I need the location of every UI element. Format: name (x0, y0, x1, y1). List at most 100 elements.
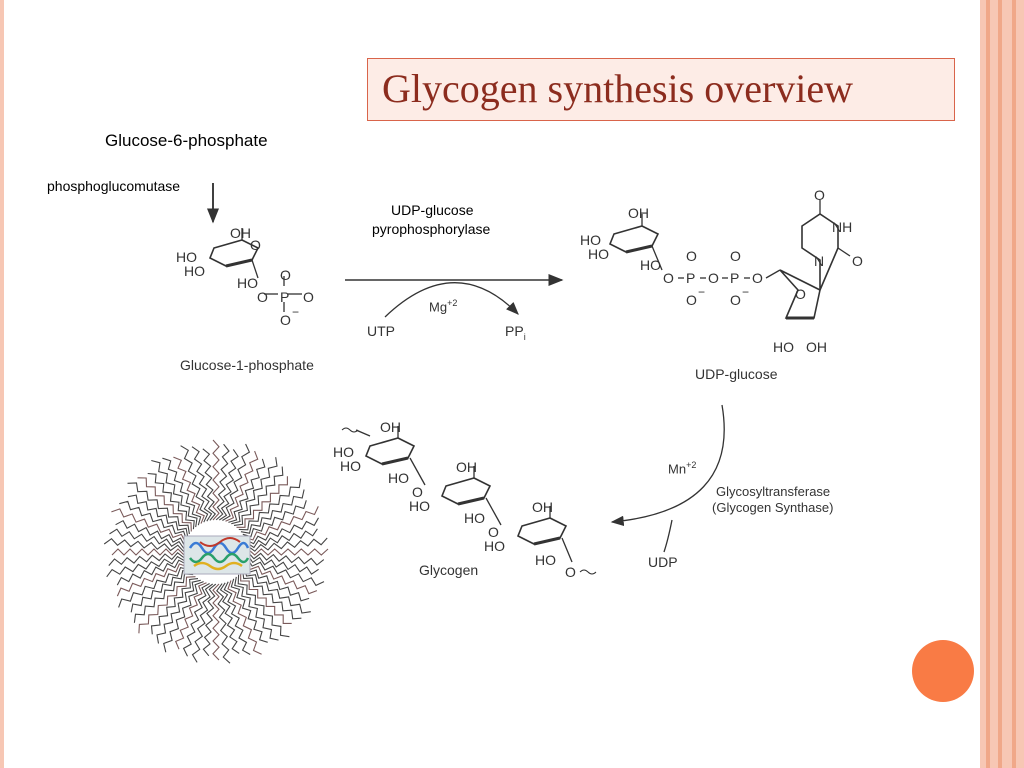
glycogen-strand (150, 578, 199, 635)
glycogen-strand (182, 583, 210, 657)
glycogen-strand (245, 564, 310, 602)
atom-minus: − (698, 285, 705, 299)
glycogen-strand (111, 548, 185, 556)
glycogen-strand (137, 477, 192, 532)
glycogen-strand (225, 450, 259, 522)
glycogen-strand (147, 472, 195, 530)
glucose-6-phosphate-label: Glucose-6-phosphate (105, 131, 268, 150)
atom-o: O (752, 270, 763, 286)
atom-o: O (250, 237, 261, 253)
glycogen-label: Glycogen (419, 562, 479, 578)
udp-glucose-label: UDP-glucose (695, 366, 778, 382)
atom-o: O (686, 248, 697, 264)
udp-label: UDP (648, 554, 678, 570)
glycogen-strand (127, 482, 190, 535)
glycogen-strand (247, 558, 325, 587)
stripe (998, 0, 1002, 768)
glycogen-strand (173, 456, 205, 524)
atom-o: O (257, 289, 268, 305)
glycogen-strand (247, 537, 328, 552)
atom-ho: HO (580, 232, 601, 248)
glycogen-strand (156, 579, 201, 644)
glycogen-strand (130, 569, 192, 613)
glucose-1-phosphate-label: Glucose-1-phosphate (180, 357, 314, 373)
glycosyltransferase-label: Glycosyltransferase (716, 484, 831, 499)
atom-ho: HO (535, 552, 556, 568)
atom-ho: HO (409, 498, 430, 514)
glycogen-strand (240, 489, 305, 534)
atom-o: O (488, 524, 499, 540)
glycogen-strand (202, 448, 217, 521)
glycogen-strand (231, 457, 278, 525)
glycogen-strand (228, 458, 266, 523)
atom-o: O (280, 312, 291, 328)
decorative-orange-dot (912, 640, 974, 702)
glycogen-strand (116, 559, 187, 586)
atom-o: O (730, 248, 741, 264)
curved-arrow-icon (384, 282, 519, 318)
glycogen-strand (227, 580, 262, 655)
glycogen-strand (219, 582, 240, 654)
glycogen-strand (237, 574, 290, 638)
left-border (0, 0, 4, 768)
stripe (986, 0, 990, 768)
utp-label: UTP (367, 323, 395, 339)
atom-ho: HO (176, 249, 197, 265)
glycogen-strand (202, 583, 217, 657)
right-decorative-stripes (980, 0, 1024, 768)
glycogen-strand (247, 551, 325, 566)
ppi-subscript: i (523, 331, 526, 342)
mn-charge: +2 (686, 460, 697, 470)
glycogen-strand (116, 563, 188, 597)
atom-o: O (852, 253, 863, 269)
atom-nh: NH (832, 219, 852, 235)
atom-o: O (303, 289, 314, 305)
glycogen-strand (223, 581, 251, 655)
atom-o: O (708, 270, 719, 286)
glycogen-strand (133, 573, 194, 623)
glycogen-strand (233, 466, 284, 526)
glycogen-strand (215, 443, 230, 521)
mn-symbol: Mn (668, 461, 687, 477)
glycogen-synthase-label: (Glycogen Synthase) (712, 500, 834, 515)
glycogen-strand (244, 506, 319, 541)
glucose-1-phosphate-structure (208, 228, 302, 312)
atom-ho: HO (333, 444, 354, 460)
mg-cofactor-label: Mg+2 (429, 298, 457, 314)
glycogen-strand (118, 566, 190, 608)
glycogen-strand (180, 445, 209, 523)
glycogen-strand (238, 478, 302, 531)
atom-o: O (814, 187, 825, 203)
atom-ho: HO (388, 470, 409, 486)
atom-n: N (814, 253, 824, 269)
glycogen-strand (174, 582, 207, 650)
atom-minus: − (292, 305, 299, 319)
atom-o: O (686, 292, 697, 308)
ppi-symbol: PP (505, 323, 524, 339)
glycogen-structure (341, 426, 597, 575)
atom-ho: HO (340, 458, 361, 474)
mg-charge: +2 (447, 298, 458, 308)
glycogen-strand (191, 446, 213, 522)
glycogen-strand (247, 554, 319, 575)
atom-ho: HO (237, 275, 258, 291)
glycogen-strand (162, 457, 202, 526)
atom-ho: HO (588, 246, 609, 262)
atom-oh: OH (456, 459, 477, 475)
glycogen-strand (247, 548, 329, 556)
atom-o: O (795, 286, 806, 302)
mg-symbol: Mg (429, 299, 448, 315)
glycogen-strand (230, 578, 268, 643)
glycogen-strand (222, 443, 251, 521)
atom-ho: HO (773, 339, 794, 355)
slide-title: Glycogen synthesis overview (382, 66, 854, 111)
glycogen-strand (243, 567, 311, 614)
glycogenin-protein-icon (183, 535, 251, 575)
atom-ho: HO (640, 257, 661, 273)
atom-ho: HO (184, 263, 205, 279)
glycogen-strand (246, 528, 318, 549)
glycogen-strand (242, 569, 302, 620)
glycogen-strand (240, 572, 292, 624)
glycogen-strand (234, 576, 279, 641)
